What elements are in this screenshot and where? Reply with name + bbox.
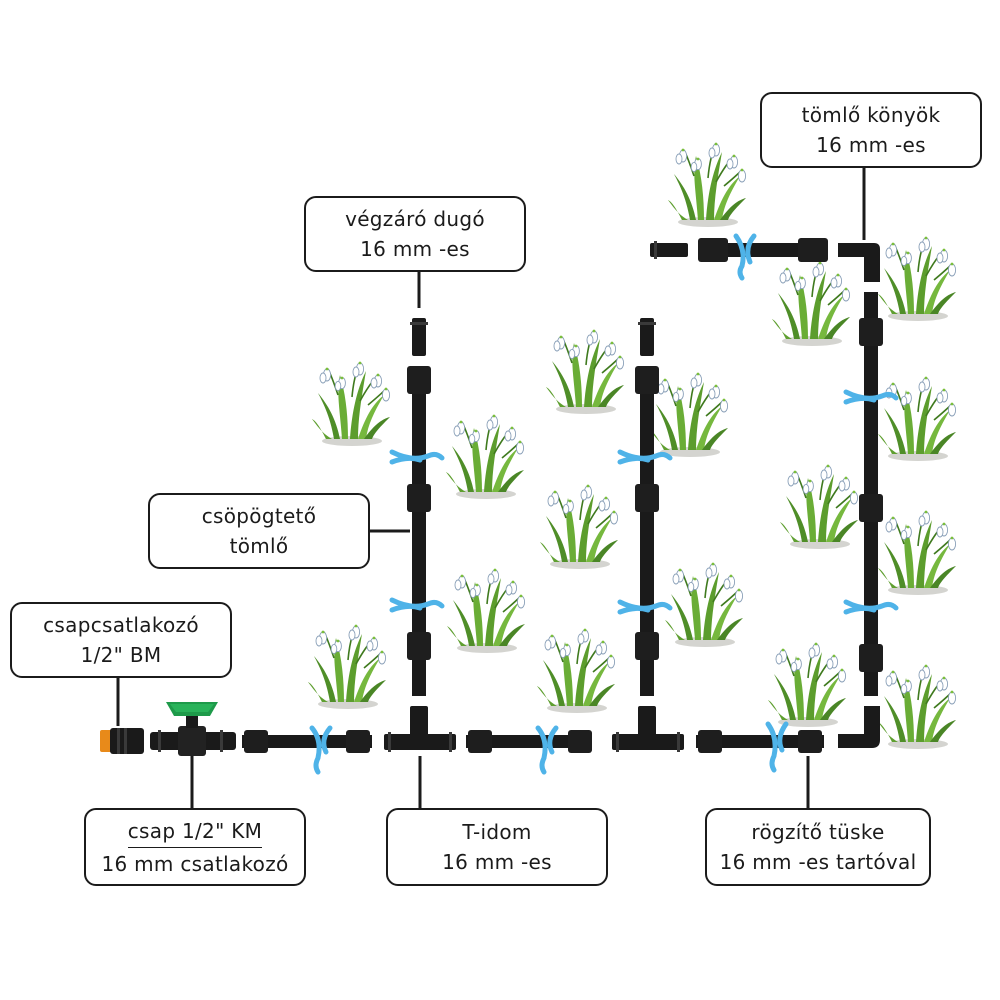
stake-clip-icon: [535, 725, 559, 775]
tee-fitting-icon: [384, 706, 456, 752]
label-tee-line1: T-idom: [462, 820, 532, 844]
drip-hose-line: [407, 318, 431, 696]
label-drip-hose-line1: csöpögtető: [201, 504, 317, 528]
stake-clip-icon: [309, 725, 333, 775]
label-valve-line2: 16 mm csatlakozó: [101, 851, 289, 876]
label-drip-hose: csöpögtető tömlő: [148, 493, 370, 569]
label-end-plug-line1: végzáró dugó: [345, 207, 485, 231]
label-elbow: tömlő könyök 16 mm -es: [760, 92, 982, 168]
stake-clip-icon: [389, 449, 445, 465]
end-plug-icon: [650, 243, 688, 257]
leader-lines: [116, 168, 866, 808]
flower-plant-icon: [771, 260, 851, 347]
valve-icon: [150, 702, 236, 756]
stake-clip-icon: [733, 233, 757, 281]
label-stake-line2: 16 mm -es tartóval: [719, 850, 917, 874]
label-elbow-line1: tömlő könyök: [801, 103, 941, 127]
flower-plant-icon: [877, 235, 957, 322]
label-tee-line2: 16 mm -es: [442, 850, 552, 874]
flower-plant-icon: [445, 413, 525, 500]
drip-hose-line: [635, 318, 659, 696]
label-end-plug: végzáró dugó 16 mm -es: [304, 196, 526, 272]
flower-plant-icon: [877, 509, 957, 596]
label-tap-connector-line2: 1/2" BM: [80, 643, 162, 667]
label-tee: T-idom 16 mm -es: [386, 808, 608, 886]
stake-clip-icon: [843, 599, 899, 615]
flower-plant-icon: [311, 360, 391, 447]
flower-plant-icon: [667, 141, 747, 228]
label-stake-line1: rögzítő tüske: [751, 820, 885, 844]
loop-line: [650, 238, 883, 748]
flower-plant-icon: [539, 483, 619, 570]
flower-plant-icon: [779, 463, 859, 550]
flower-plant-icon: [664, 561, 744, 648]
label-elbow-line2: 16 mm -es: [816, 133, 926, 157]
label-drip-hose-line2: tömlő: [229, 534, 289, 558]
label-end-plug-line2: 16 mm -es: [360, 237, 470, 261]
flower-plant-icon: [545, 328, 625, 415]
label-tap-connector-line1: csapcsatlakozó: [43, 613, 199, 637]
flower-plant-icon: [536, 627, 616, 714]
flower-plant-icon: [649, 371, 729, 458]
flower-plant-icon: [877, 663, 957, 750]
flower-plant-icon: [767, 641, 847, 728]
stake-clip-icon: [389, 597, 445, 613]
end-plug-icon: [640, 318, 654, 356]
main-supply-line: [100, 702, 824, 756]
label-tap-connector: csapcsatlakozó 1/2" BM: [10, 602, 232, 678]
tee-fitting-icon: [612, 706, 684, 752]
label-valve: csap 1/2" KM 16 mm csatlakozó: [84, 808, 306, 886]
flower-plant-icon: [446, 567, 526, 654]
elbow-fitting-icon: [838, 706, 880, 748]
flower-plant-icon: [877, 375, 957, 462]
label-stake: rögzítő tüske 16 mm -es tartóval: [705, 808, 931, 886]
stake-clip-icon: [617, 599, 673, 615]
label-valve-line1: csap 1/2" KM: [127, 816, 263, 848]
elbow-fitting-icon: [838, 243, 880, 282]
tap-connector-icon: [100, 728, 144, 754]
stake-clip-icon: [765, 721, 789, 773]
flower-plant-icon: [307, 623, 387, 710]
stake-clip-icon: [617, 449, 673, 465]
stake-clip-icon: [843, 389, 899, 405]
end-plug-icon: [412, 318, 426, 356]
